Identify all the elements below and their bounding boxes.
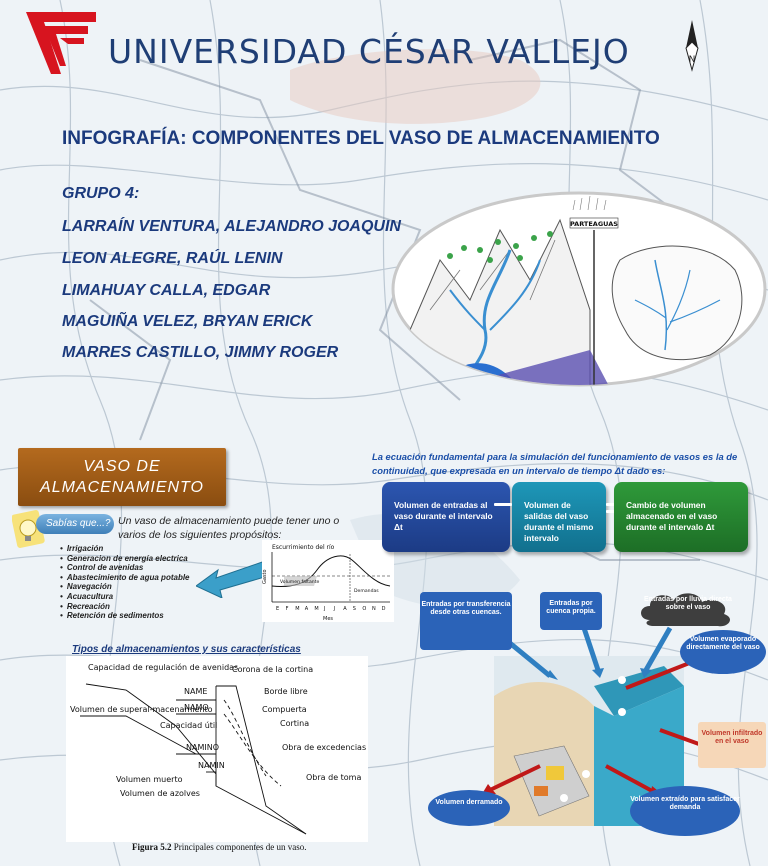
chart-ylabel: Gasto	[262, 569, 268, 584]
minus-sign-icon	[494, 503, 512, 515]
chart-title: Escurrimiento del río	[272, 544, 335, 551]
member-name: LIMAHUAY CALLA, EDGAR	[62, 282, 271, 299]
compass-icon: N	[685, 20, 699, 72]
figure-caption: Figura 5.2 Principales componentes de un…	[132, 842, 306, 852]
figure-caption-text: Principales componentes de un vaso.	[171, 842, 307, 852]
month-tick: F	[286, 606, 289, 612]
purpose-list: Irrigación Generacion de energía electri…	[60, 544, 190, 621]
month-tick: A	[305, 606, 309, 612]
reservoir-components-diagram: Capacidad de regulación de avenidas Coro…	[66, 656, 368, 842]
extraction-callout: Volumen extraído para satisfacer demanda	[630, 786, 740, 836]
member-name: LARRAÍN VENTURA, ALEJANDRO JOAQUIN	[62, 218, 401, 235]
month-tick: M	[314, 606, 318, 612]
list-item: Irrigación	[60, 544, 190, 554]
page-title: INFOGRAFÍA: COMPONENTES DEL VASO DE ALMA…	[62, 128, 660, 149]
diagram-label: Corona de la cortina	[232, 665, 313, 674]
svg-text:N: N	[689, 55, 696, 65]
storage-change-box: Cambio de volumen almacenado en el vaso …	[614, 482, 748, 552]
member-name: LEON ALEGRE, RAÚL LENIN	[62, 250, 283, 267]
diagram-label: Capacidad de regulación de avenidas	[88, 662, 238, 672]
spill-callout: Volumen derramado	[428, 790, 510, 826]
chart-xlabel: Mes	[323, 616, 333, 622]
vaso-intro: Un vaso de almacenamiento puede tener un…	[118, 515, 340, 541]
diagram-label: Borde libre	[264, 687, 308, 696]
list-item: Acuacultura	[60, 592, 190, 602]
arrow-left-icon	[196, 559, 269, 598]
runoff-chart: Escurrimiento del río Gasto Volumen falt…	[262, 540, 394, 622]
list-item: Recreación	[60, 602, 190, 612]
diagram-label: NAMINO	[186, 743, 219, 752]
diagram-label: Cortina	[280, 719, 309, 728]
month-tick: D	[382, 606, 386, 612]
month-tick: A	[343, 606, 347, 612]
month-tick: M	[295, 606, 299, 612]
month-tick: S	[353, 606, 356, 612]
diagram-label: NAME	[184, 687, 207, 696]
diagram-label: NAMIN	[198, 761, 225, 770]
transfer-inflow-callout: Entradas por transferencia desde otras c…	[420, 592, 512, 650]
month-tick: J	[333, 606, 335, 612]
chart-label-surplus: Volumen faltante	[280, 579, 319, 585]
infiltration-callout: Volumen infiltrado en el vaso	[698, 722, 766, 768]
evaporation-callout: Volumen evaporado directamente del vaso	[680, 630, 766, 674]
equation-text: La ecuación fundamental para la simulaci…	[372, 451, 738, 476]
diagram-label: Compuerta	[262, 705, 307, 714]
university-name: UNIVERSIDAD CÉSAR VALLEJO	[108, 32, 630, 71]
list-item: Retención de sedimentos	[60, 611, 190, 621]
watershed-illustration: PARTEAGUAS	[391, 191, 767, 387]
tipos-title: Tipos de almacenamientos y sus caracterí…	[72, 644, 301, 655]
chart-label-demand: Demandas	[354, 588, 379, 594]
outflow-volume-box: Volumen de salidas del vaso durante el m…	[512, 482, 606, 552]
group-label: GRUPO 4:	[62, 185, 140, 202]
month-tick: N	[372, 606, 376, 612]
list-item: Navegación	[60, 582, 190, 592]
diagram-label: Obra de toma	[306, 773, 361, 782]
sabias-badge: Sabías que...?	[36, 514, 114, 534]
inflow-volume-box: Volumen de entradas al vaso durante el i…	[382, 482, 510, 552]
diagram-label: Volumen de azolves	[120, 789, 200, 798]
figure-caption-label: Figura 5.2	[132, 842, 172, 852]
member-name: MAGUIÑA VELEZ, BRYAN ERICK	[62, 313, 313, 330]
diagram-label: Capacidad útil	[160, 721, 217, 730]
list-item: Control de avenidas	[60, 563, 190, 573]
vaso-banner: VASO DE ALMACENAMIENTO	[18, 448, 226, 506]
diagram-label: Volumen de superal-macenamiento	[70, 705, 213, 714]
diagram-label: NAMO	[184, 703, 209, 712]
list-item: Abastecimiento de agua potable	[60, 573, 190, 583]
rain-cloud-icon	[641, 593, 731, 627]
ucv-logo	[26, 12, 96, 74]
diagram-label: Obra de excedencias	[282, 743, 366, 752]
parteaguas-label: PARTEAGUAS	[570, 220, 618, 228]
diagram-label: Volumen muerto	[116, 775, 183, 784]
month-tick: O	[362, 606, 366, 612]
month-tick: J	[323, 606, 325, 612]
month-tick: E	[276, 606, 279, 612]
rain-inflow-callout: Entradas por lluvia directa sobre el vas…	[644, 596, 732, 612]
list-item: Generacion de energía electrica	[60, 554, 190, 564]
basin-inflow-callout: Entradas por cuenca propia.	[540, 592, 602, 630]
member-name: MARRES CASTILLO, JIMMY ROGER	[62, 344, 339, 361]
